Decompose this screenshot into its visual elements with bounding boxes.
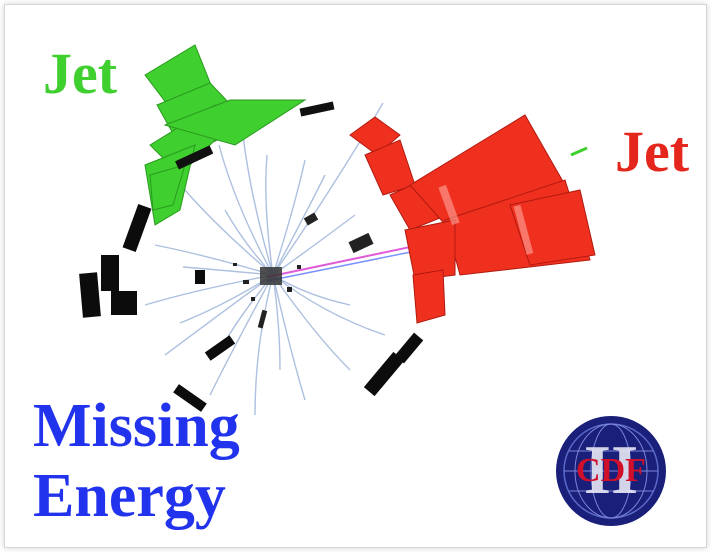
jet-label-right: Jet [615, 119, 690, 184]
green-jet [144, 44, 307, 226]
calorimeter-towers [79, 203, 424, 412]
event-display-frame: Jet Jet Missing Energy II CDF [4, 4, 707, 548]
red-jet [349, 114, 596, 324]
event-display [79, 44, 596, 416]
cdf-logo-numeral: II [584, 432, 638, 509]
missing-energy-label-line1: Missing [33, 392, 240, 460]
green-jet-towers [175, 101, 335, 170]
missing-energy-label-line2: Energy [33, 462, 226, 530]
cdf-logo: II CDF [556, 416, 666, 526]
vertex-cluster [233, 212, 374, 329]
cdf-logo-text: CDF [576, 452, 646, 489]
jet-label-left: Jet [43, 41, 118, 106]
